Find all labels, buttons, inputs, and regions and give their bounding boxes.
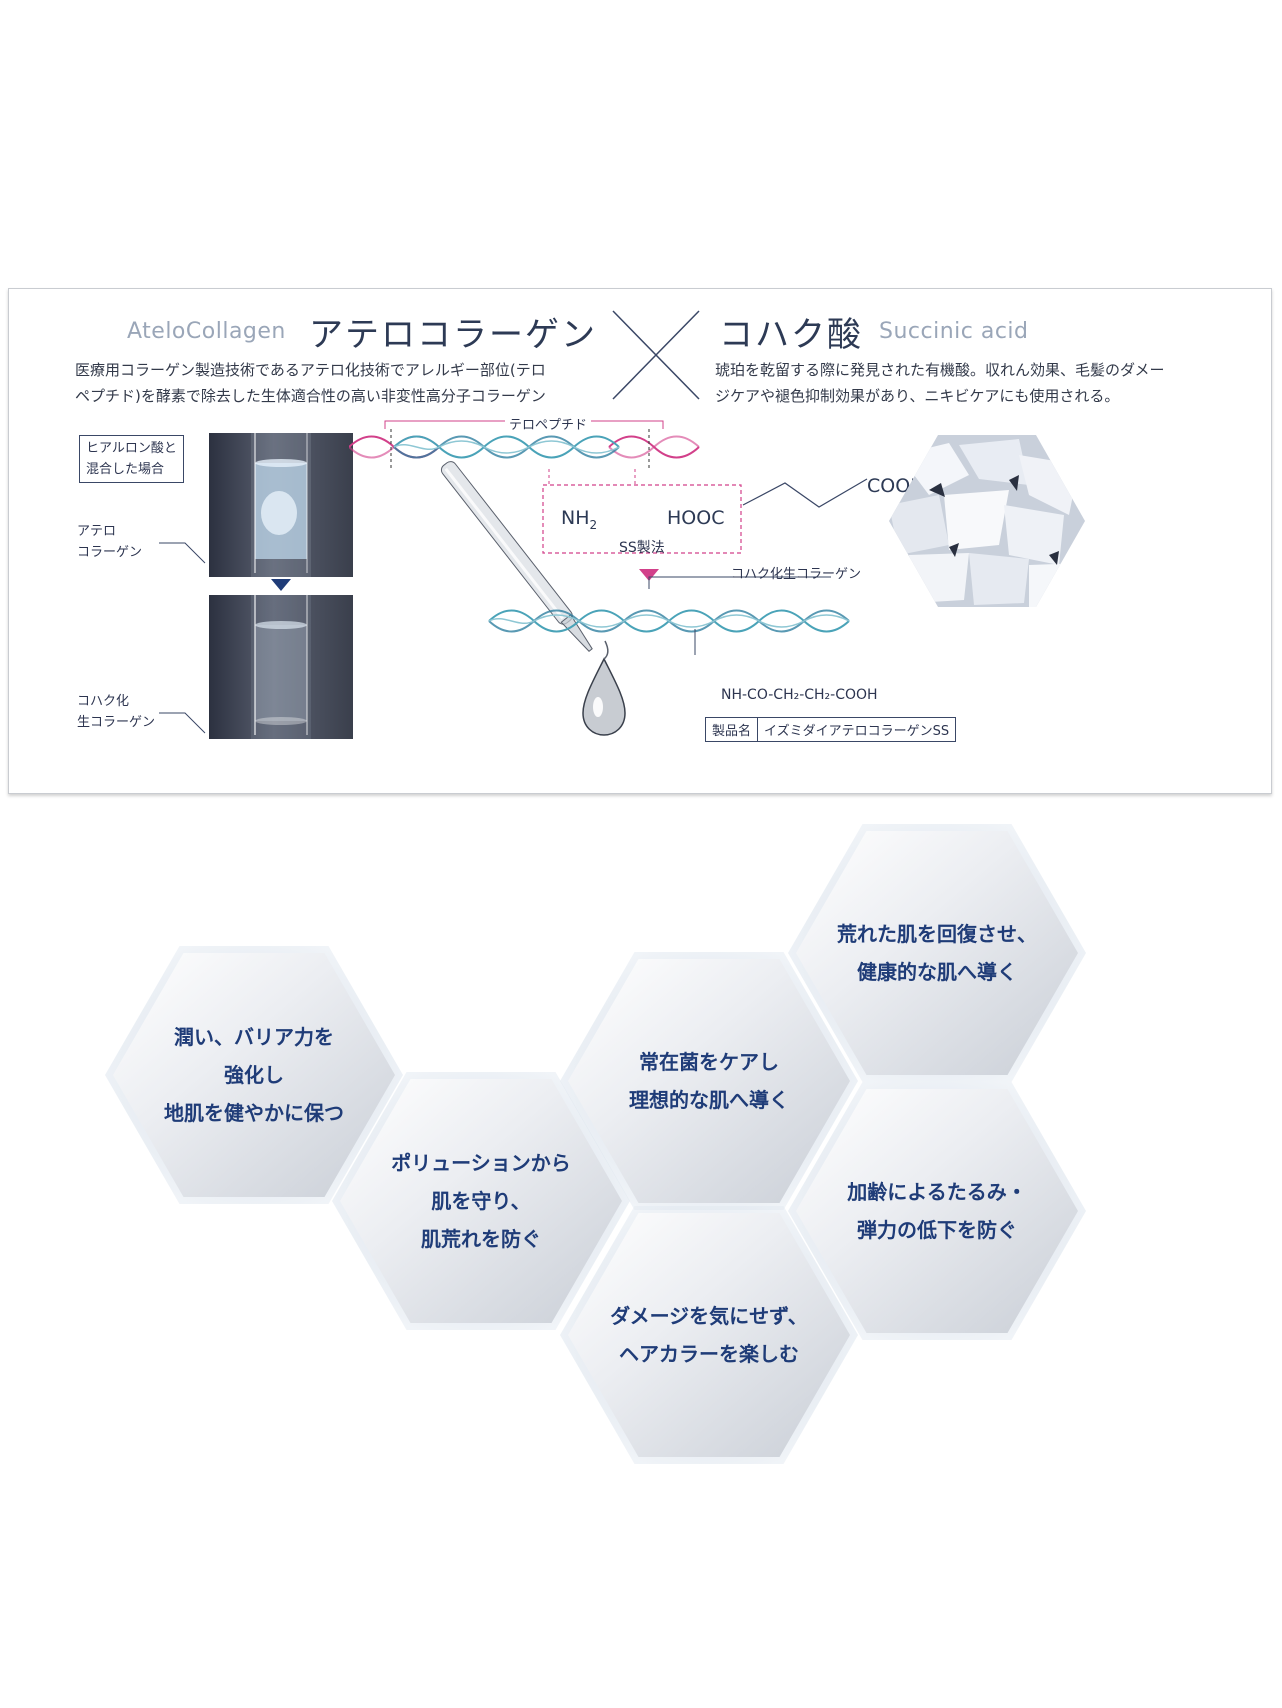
succinylated-collagen-label: コハク化 生コラーゲン (77, 691, 155, 733)
atelo-collagen-ja-title: アテロコラーゲン (309, 315, 597, 355)
product-name-value: イズミダイアテロコラーゲンSS (764, 724, 950, 739)
label-line: コハク化 (77, 694, 130, 709)
label-line: アテロ (77, 524, 117, 539)
pointer-line-icon (159, 712, 206, 734)
benefit-line: 肌を守り、 (431, 1189, 531, 1213)
atelo-collagen-en-title: AteloCollagen (127, 319, 286, 344)
benefit-line: 地肌を健やかに保つ (164, 1101, 344, 1125)
benefit-line: 常在菌をケアし (639, 1050, 779, 1074)
benefit-line: ダメージを気にせず、 (610, 1304, 808, 1328)
label-line: ヒアルロン酸と (86, 441, 177, 456)
succinic-acid-en-title: Succinic acid (879, 319, 1029, 344)
label-line: 混合した場合 (86, 462, 165, 477)
description-line: 琥珀を乾留する際に発見された有機酸。収れん効果、毛髪のダメー (715, 361, 1165, 379)
succinic-acid-ja-title: コハク酸 (719, 315, 863, 355)
label-line: 生コラーゲン (77, 715, 156, 730)
benefit-line: 健康的な肌へ導く (857, 960, 1017, 984)
pointer-line-icon (159, 542, 206, 564)
benefit-hex-text: ダメージを気にせず、 ヘアカラーを楽しむ (568, 1213, 850, 1457)
succinic-acid-crystal-image (889, 435, 1085, 607)
atelo-collagen-label: アテロ コラーゲン (77, 521, 142, 563)
benefit-hex-text: 常在菌をケアし 理想的な肌へ導く (568, 959, 850, 1203)
clear-vial-photo (209, 595, 353, 739)
benefit-line: 潤い、バリア力を (174, 1025, 334, 1049)
description-line: ペプチド)を酵素で除去した生体適合性の高い非変性高分子コラーゲン (75, 387, 546, 405)
description-line: ジケアや褪色抑制効果があり、ニキビケアにも使用される。 (715, 387, 1120, 405)
benefit-line: ヘアカラーを楽しむ (619, 1342, 799, 1366)
benefit-line: 弾力の低下を防ぐ (857, 1218, 1017, 1242)
nh2-text: NH (561, 507, 590, 529)
succinic-acid-description: 琥珀を乾留する際に発見された有機酸。収れん効果、毛髪のダメー ジケアや褪色抑制効… (715, 357, 1165, 409)
atelo-collagen-description: 医療用コラーゲン製造技術であるアテロ化技術でアレルギー部位(テロ ペプチド)を酵… (75, 357, 546, 409)
product-name-label: 製品名 (706, 718, 759, 741)
product-name-box: 製品名 イズミダイアテロコラーゲンSS (705, 717, 957, 742)
down-arrow-icon (271, 579, 291, 591)
benefit-line: 加齢によるたるみ・ (847, 1180, 1027, 1204)
description-line: 医療用コラーゲン製造技術であるアテロ化技術でアレルギー部位(テロ (75, 361, 546, 379)
benefit-line: 荒れた肌を回復させ、 (837, 922, 1037, 946)
hooc-label: HOOC (667, 507, 725, 529)
benefit-line: ポリューションから (391, 1151, 571, 1175)
telopeptide-label: テロペプチド (505, 414, 592, 433)
benefit-line: 理想的な肌へ導く (629, 1088, 789, 1112)
benefit-hex-text: 加齢によるたるみ・ 弾力の低下を防ぐ (796, 1089, 1078, 1333)
nh2-subscript: 2 (589, 517, 598, 532)
hyaluronic-mix-label: ヒアルロン酸と 混合した場合 (79, 435, 184, 483)
label-line: コラーゲン (77, 545, 143, 560)
collagen-info-panel: AteloCollagen アテロコラーゲン コハク酸 Succinic aci… (8, 288, 1272, 794)
cross-icon (612, 310, 700, 400)
succinylated-collagen-tag: コハク化生コラーゲン (731, 567, 862, 582)
collagen-helix-diagram (349, 420, 868, 736)
benefit-line: 肌荒れを防ぐ (421, 1227, 541, 1251)
benefit-hex-text: ポリューションから 肌を守り、 肌荒れを防ぐ (340, 1079, 622, 1323)
benefit-hex-text: 潤い、バリア力を 強化し 地肌を健やかに保つ (113, 953, 395, 1197)
chemical-formula: NH-CO-CH₂-CH₂-COOH (721, 687, 878, 703)
benefit-hex-text: 荒れた肌を回復させ、 健康的な肌へ導く (796, 831, 1078, 1075)
benefits-honeycomb: 潤い、バリア力を 強化し 地肌を健やかに保つ ポリューションから 肌を守り、 肌… (0, 824, 1282, 1510)
nh2-label: NH2 (561, 507, 597, 532)
cloudy-vial-photo (209, 433, 353, 577)
benefit-line: 強化し (224, 1063, 284, 1087)
ss-method-label: SS製法 (619, 540, 665, 556)
